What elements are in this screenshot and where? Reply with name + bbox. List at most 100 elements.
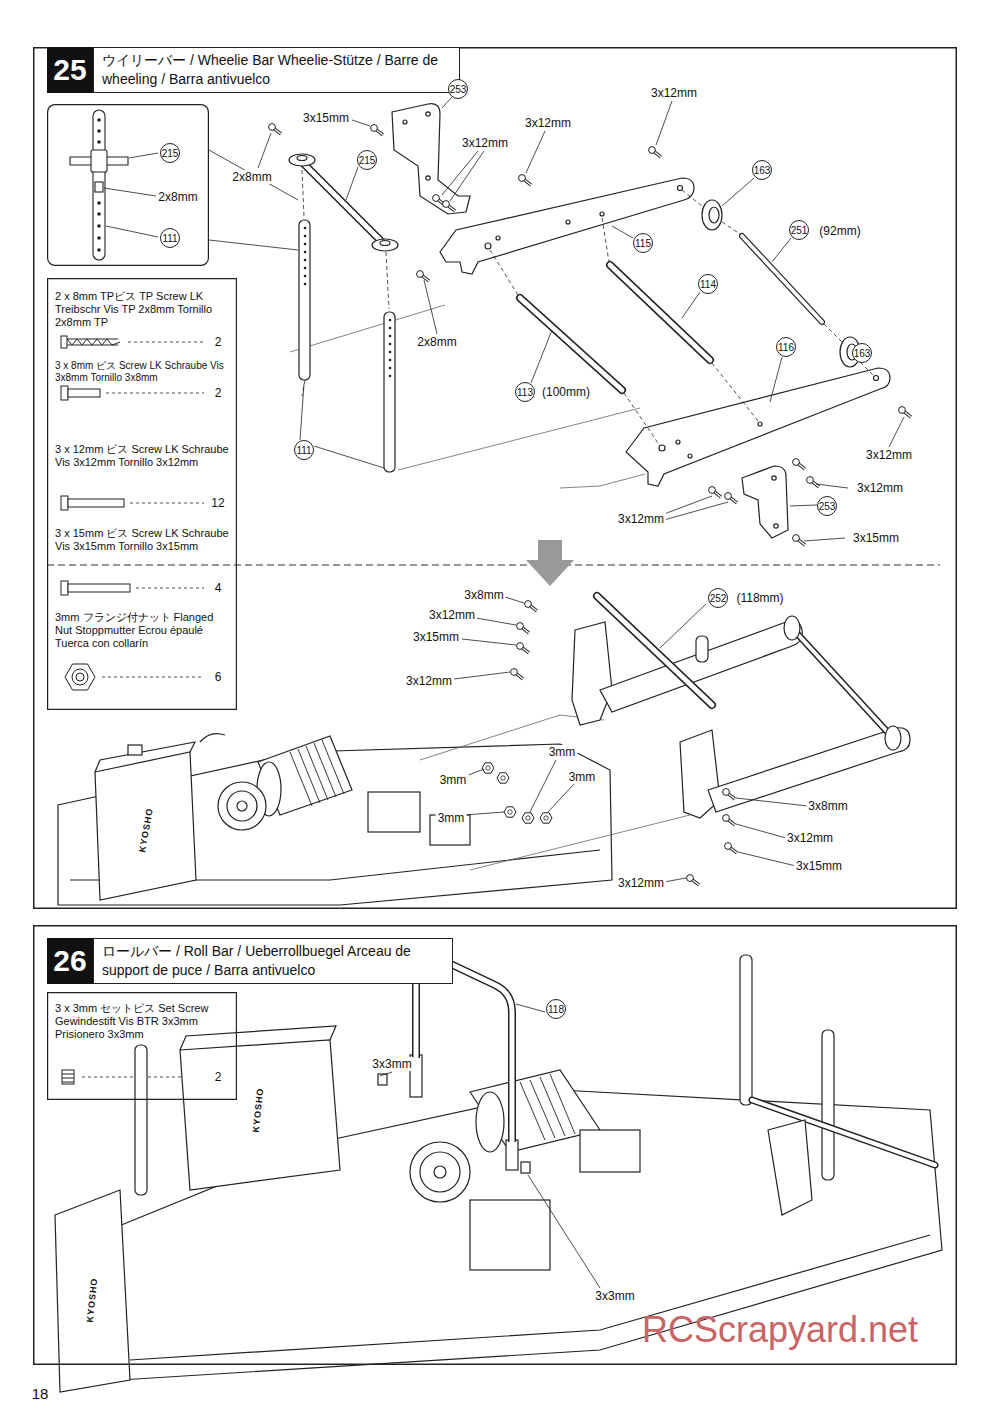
chassis-assembly-circle xyxy=(218,782,266,830)
wheelie-bar-parts-g-circle xyxy=(304,283,307,286)
wheelie-bar-parts-g-line xyxy=(526,131,545,173)
chassis-assembly-g-line xyxy=(530,760,556,812)
chassis-assembly-line xyxy=(792,628,893,738)
wheelie-bar-parts-g-polyline xyxy=(560,474,645,488)
parts-icons-line xyxy=(67,339,118,340)
chassis-assembly-use xyxy=(517,643,529,653)
dimension-label: 3x3mm xyxy=(370,1057,413,1071)
step-number-badge: 25 xyxy=(47,47,93,93)
wheelie-bar-parts-use xyxy=(793,535,805,545)
wheelie-bar-parts-g-circle xyxy=(389,343,392,346)
wheelie-bar-parts-g-line xyxy=(712,363,758,421)
inset-detail-g-line xyxy=(129,153,158,158)
roll-bar-assembly-g xyxy=(380,1004,600,1288)
dimension-label: 3x12mm xyxy=(864,448,914,462)
wheelie-bar-parts-path xyxy=(742,466,788,538)
wheelie-bar-parts-g-line xyxy=(531,330,552,383)
wheelie-bar-parts-g-line xyxy=(490,250,518,295)
chassis-assembly-g-line xyxy=(306,746,328,800)
wheelie-bar-parts-g-line xyxy=(682,190,702,206)
part-count: 2 xyxy=(213,1070,224,1084)
wheelie-bar-parts-g-line xyxy=(656,101,672,145)
part-count: 2 xyxy=(213,335,224,349)
set-screw-icon-line xyxy=(62,1082,74,1083)
wheelie-bar-parts-circle xyxy=(676,440,680,444)
chassis-assembly-circle xyxy=(227,791,257,821)
inset-detail-g-circle xyxy=(97,212,101,216)
dimension-label: 3x12mm xyxy=(785,831,835,845)
chassis-assembly-g-line xyxy=(454,672,510,679)
inset-detail-g-circle xyxy=(97,236,101,240)
callout-number: 114 xyxy=(698,274,718,294)
chassis-assembly-g-line xyxy=(290,752,312,806)
roll-bar-assembly-rect xyxy=(521,1162,530,1173)
wheelie-bar-parts-g-line xyxy=(424,280,437,334)
dimension-label: 3mm xyxy=(547,745,578,759)
step-panel: ウイリーバー / Wheelie Bar Wheelie-Stütze / Ba… xyxy=(33,47,957,909)
chassis-assembly-g xyxy=(454,597,808,882)
wheelie-bar-parts-g-circle xyxy=(304,235,307,238)
dimension-label: 3x15mm xyxy=(794,859,844,873)
wheelie-bar-parts-line xyxy=(520,298,622,390)
inset-detail-g-circle xyxy=(97,224,101,228)
wheelie-bar-parts-use xyxy=(649,147,661,157)
chassis-assembly-path xyxy=(708,728,910,812)
wheelie-bar-parts-line xyxy=(610,265,710,360)
wheelie-bar-parts-circle xyxy=(566,220,570,224)
dimension-label: (118mm) xyxy=(734,591,785,605)
wheelie-bar-parts-g-circle xyxy=(304,267,307,270)
chassis-assembly-use xyxy=(725,843,737,853)
callout-number: 215 xyxy=(160,143,180,163)
parts-icons-g-line xyxy=(106,393,204,394)
wheelie-bar-parts-g-circle xyxy=(304,259,307,262)
parts-icons-rect xyxy=(61,496,68,510)
callout-number: 253 xyxy=(817,496,837,516)
wheelie-bar-parts-line xyxy=(302,162,385,245)
chassis-assembly-use xyxy=(497,773,509,783)
roll-bar-assembly-rect xyxy=(135,1045,147,1195)
inset-detail-g-line xyxy=(106,226,158,237)
wheelie-bar-parts-g-line xyxy=(442,151,478,195)
part-description: 3 x 8mm ビス Screw LK Schraube Vis 3x8mm T… xyxy=(55,360,229,384)
chassis-assembly xyxy=(58,596,910,905)
parts-icons-rect xyxy=(61,581,68,595)
wheelie-bar-parts-ellipse xyxy=(702,200,722,230)
roll-bar-assembly-polygon xyxy=(180,1040,340,1190)
wheelie-bar-parts-g xyxy=(304,227,392,378)
parts-icons-rect xyxy=(68,584,130,592)
part-count: 2 xyxy=(213,386,224,400)
chassis-assembly-use xyxy=(511,669,523,679)
inset-detail xyxy=(70,110,298,260)
step-number: 26 xyxy=(47,938,93,984)
callout-number: 115 xyxy=(633,233,653,253)
wheelie-bar-parts-g-circle xyxy=(389,351,392,354)
step-number-badge: 26 xyxy=(47,938,93,984)
chassis-assembly-g-line xyxy=(736,798,808,806)
wheelie-bar-parts-use xyxy=(725,493,737,503)
wheelie-bar-parts-g-line xyxy=(816,484,848,488)
wheelie-bar-parts-g-line xyxy=(442,97,452,108)
wheelie-bar-parts-g-line xyxy=(612,226,633,238)
dimension-label: 3mm xyxy=(438,773,469,787)
roll-bar-assembly-rect xyxy=(822,1030,834,1180)
parts-icons-rect xyxy=(68,499,124,507)
wheelie-bar-parts-use xyxy=(443,201,455,211)
wheelie-bar-parts-circle xyxy=(496,236,500,240)
wheelie-bar-parts-g xyxy=(302,170,874,446)
step-title: ロールバー / Roll Bar / Ueberrollbuegel Arcea… xyxy=(93,938,453,984)
chassis-assembly-g-line xyxy=(462,639,516,645)
set-screw-icon-line xyxy=(62,1078,74,1079)
chassis-assembly-g xyxy=(290,740,344,806)
step-separator-polygon xyxy=(526,540,574,586)
parts-icons-circle xyxy=(72,669,88,685)
wheelie-bar-parts-g-circle xyxy=(389,359,392,362)
parts-icons-g-line xyxy=(136,588,204,589)
dimension-label: 2x8mm xyxy=(156,190,199,204)
wheelie-bar-parts-use xyxy=(899,407,911,417)
inset-detail-g-circle xyxy=(97,201,101,205)
parts-list-box: 3 x 3mm セットビス Set Screw Gewindestift Vis… xyxy=(47,992,237,1100)
callout-number: 118 xyxy=(546,999,566,1019)
chassis-assembly-ellipse xyxy=(885,726,901,750)
chassis-assembly-g-line xyxy=(660,604,706,648)
